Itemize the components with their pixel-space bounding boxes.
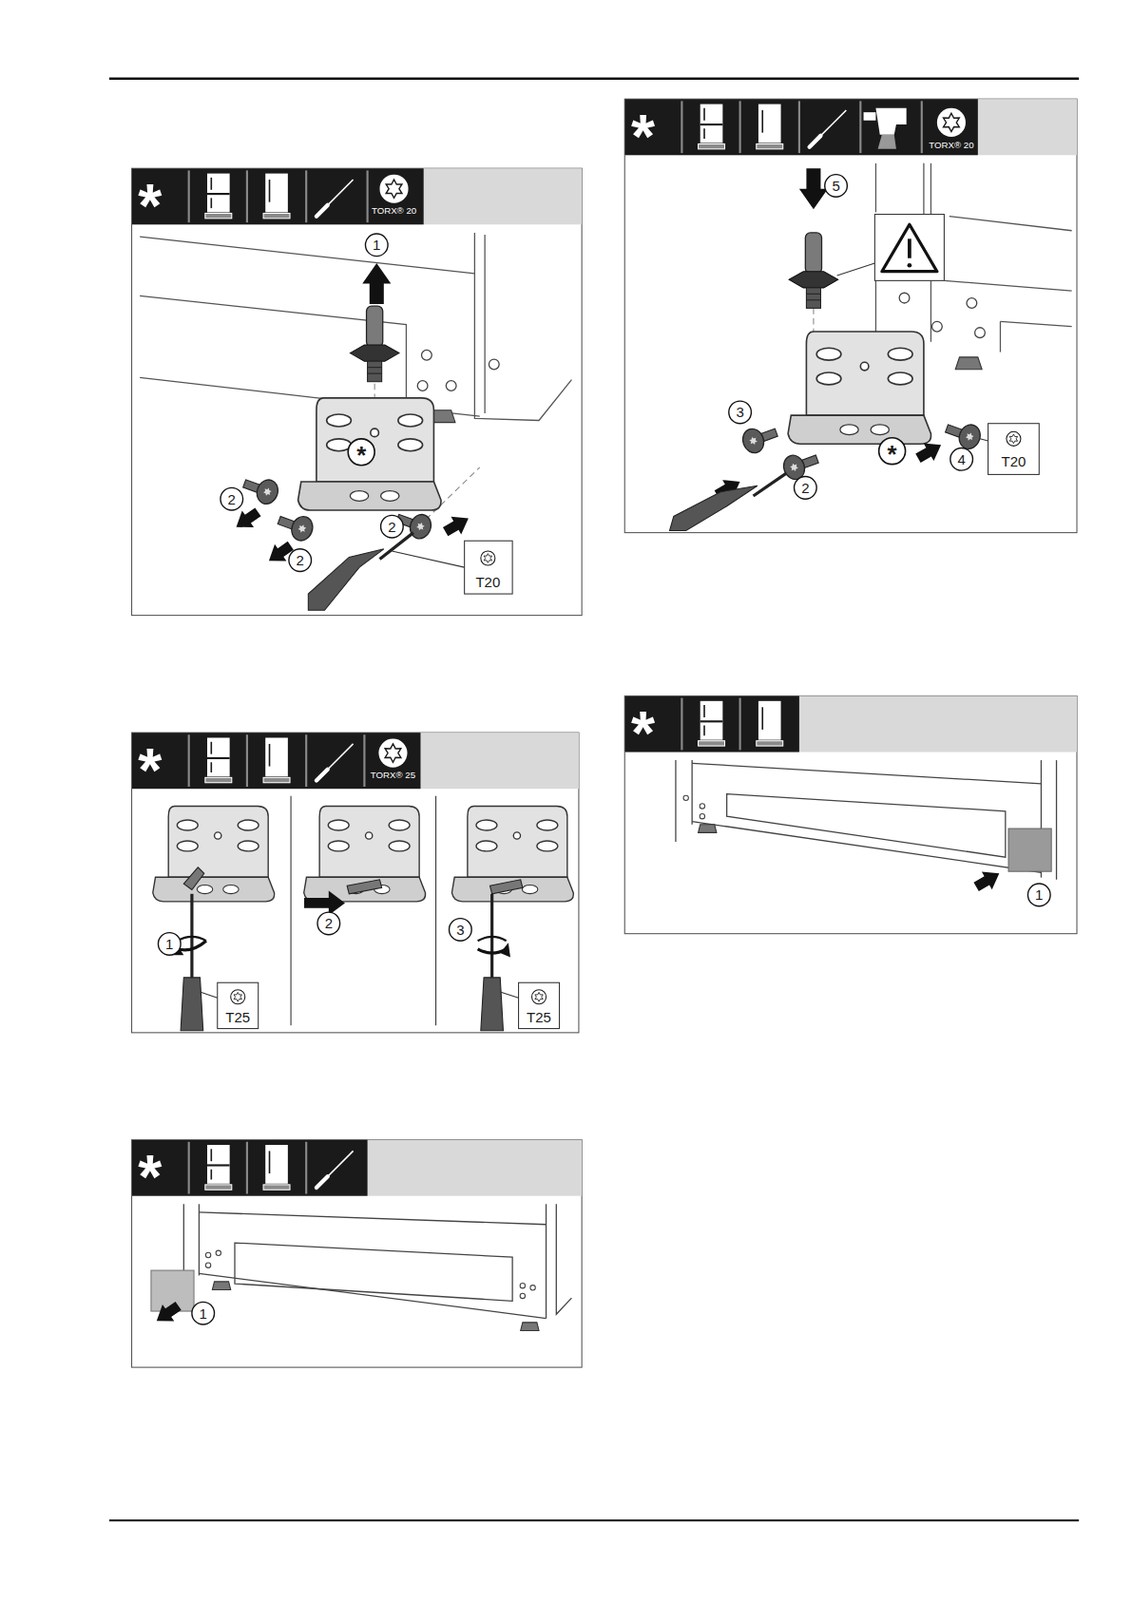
part-marker: * xyxy=(887,442,898,468)
callout-number: 3 xyxy=(735,404,744,420)
callout-number: 2 xyxy=(387,519,396,535)
torx-size-label: TORX® 20 xyxy=(928,140,974,151)
callout-number: 4 xyxy=(957,452,965,467)
header-asterisk: * xyxy=(631,106,655,168)
torx-size-label: TORX® 20 xyxy=(371,206,417,216)
callout-number: 1 xyxy=(199,1306,208,1322)
torx-size-label: TORX® 25 xyxy=(370,770,416,781)
header-asterisk: * xyxy=(137,740,162,802)
header-asterisk: * xyxy=(631,703,655,765)
callout-number: 1 xyxy=(165,937,173,952)
header-asterisk: * xyxy=(137,1147,162,1209)
callout-number: 2 xyxy=(325,916,333,931)
callout-number: 1 xyxy=(372,237,381,252)
callout-number: 1 xyxy=(1035,887,1043,902)
header-asterisk: * xyxy=(137,175,162,237)
callout-number: 3 xyxy=(456,922,464,938)
callout-number: 2 xyxy=(228,492,236,507)
part-marker: * xyxy=(356,443,366,469)
callout-number: 2 xyxy=(296,553,305,568)
bit-size-label: T20 xyxy=(1000,454,1026,469)
callout-number: 5 xyxy=(831,178,840,193)
bit-size-label: T25 xyxy=(526,1010,552,1025)
bit-size-label: T25 xyxy=(225,1010,250,1025)
callout-number: 2 xyxy=(801,480,809,496)
bit-size-label: T20 xyxy=(475,575,500,590)
